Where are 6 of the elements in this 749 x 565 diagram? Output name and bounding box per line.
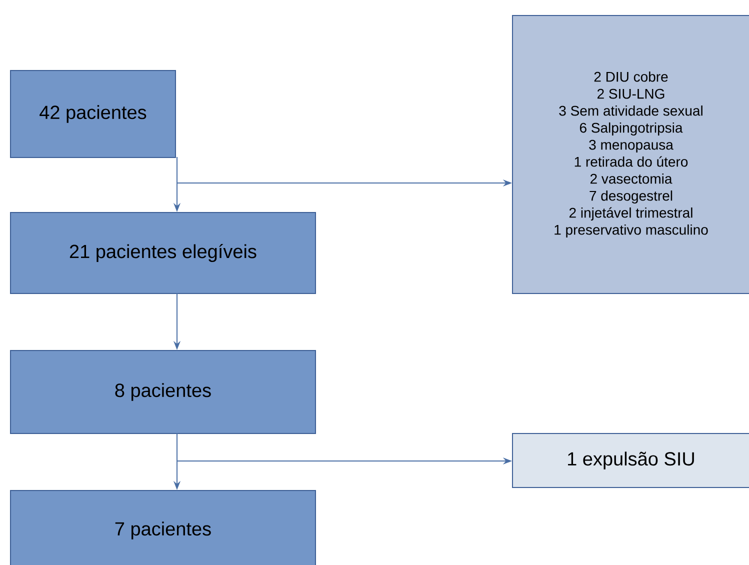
process-box: 21 pacientes elegíveis [10,212,316,294]
process-box: 7 pacientes [10,490,316,565]
note-box: 2 DIU cobre 2 SIU-LNG 3 Sem atividade sexual 6 Salpingotripsia 3 menopausa 1 retirada do útero 2 vasectomia 7 desogestrel 2 injetável trimestral 1 preservativo masculino [512,15,749,294]
note-box: 1 expulsão SIU [512,433,749,488]
process-box: 8 pacientes [10,350,316,434]
process-box: 42 pacientes [10,70,176,158]
